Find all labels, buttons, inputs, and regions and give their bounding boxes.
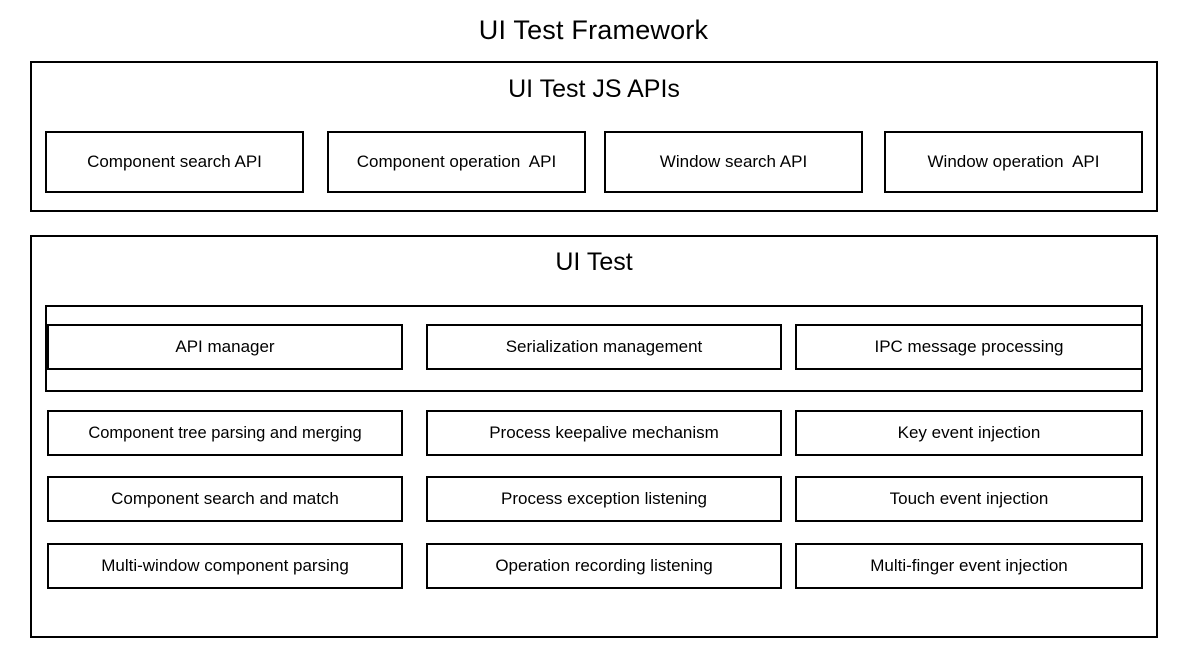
node-touch-event-injection[interactable]: Touch event injection [795,476,1143,522]
node-component-search-api[interactable]: Component search API [45,131,304,193]
node-component-search-and-match[interactable]: Component search and match [47,476,403,522]
node-component-tree-parsing-and-merging[interactable]: Component tree parsing and merging [47,410,403,456]
node-multi-finger-event-injection[interactable]: Multi-finger event injection [795,543,1143,589]
node-window-operation-api[interactable]: Window operation API [884,131,1143,193]
node-window-search-api[interactable]: Window search API [604,131,863,193]
section-heading-ui-test-js-apis: UI Test JS APIs [508,75,680,103]
node-process-exception-listening[interactable]: Process exception listening [426,476,782,522]
node-serialization-management[interactable]: Serialization management [426,324,782,370]
diagram-title: UI Test Framework [478,15,709,45]
section-heading-ui-test: UI Test [555,248,633,276]
section-ui-test: UI Test API manager Serialization manage… [30,235,1158,638]
node-row-1: Component tree parsing and merging Proce… [45,410,1143,456]
node-row-2: Component search and match Process excep… [45,476,1143,522]
section-ui-test-js-apis: UI Test JS APIs Component search API Com… [30,61,1158,212]
node-row-3: Multi-window component parsing Operation… [45,543,1143,589]
node-api-manager[interactable]: API manager [47,324,403,370]
node-multi-window-component-parsing[interactable]: Multi-window component parsing [47,543,403,589]
node-ipc-message-processing[interactable]: IPC message processing [795,324,1143,370]
node-process-keepalive-mechanism[interactable]: Process keepalive mechanism [426,410,782,456]
node-row-core-services: API manager Serialization management IPC… [45,324,1143,370]
node-key-event-injection[interactable]: Key event injection [795,410,1143,456]
node-component-operation-api[interactable]: Component operation API [327,131,586,193]
ui-test-node-grid: API manager Serialization management IPC… [45,305,1143,625]
node-operation-recording-listening[interactable]: Operation recording listening [426,543,782,589]
api-node-row: Component search API Component operation… [45,131,1143,193]
